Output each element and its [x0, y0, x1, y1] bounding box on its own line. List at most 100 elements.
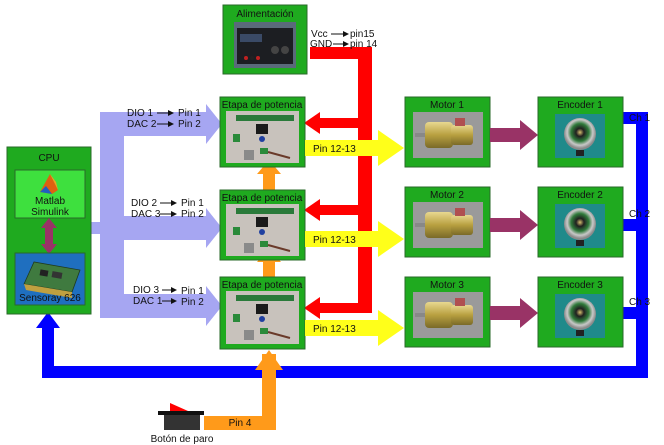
shaft-arrow-2 [520, 210, 538, 240]
power-branch-1 [318, 118, 372, 128]
sig1-arrowhead-icon [168, 110, 174, 116]
encoder-title: Encoder 3 [557, 280, 603, 291]
dc-motor-icon [415, 118, 473, 148]
vcc-pin: pin15 [350, 29, 375, 40]
output-arrow-3 [378, 310, 404, 346]
daq-card-icon [23, 261, 81, 298]
motor-title: Motor 3 [430, 280, 464, 291]
encoder-frame [537, 276, 624, 348]
encoder-cable-icon [576, 150, 584, 156]
signal-arrow-1 [206, 104, 222, 144]
signal-branch-3 [100, 294, 208, 318]
power-arrow-2 [304, 199, 320, 221]
feedback-ch3-stub [623, 307, 648, 319]
pcb-image [226, 291, 299, 344]
pin2-label: Pin 2 [178, 119, 201, 130]
power-vertical [358, 47, 372, 313]
pin1-label: Pin 1 [181, 286, 204, 297]
encoder-disc-icon [564, 208, 596, 240]
encoder-3: Encoder 3 [537, 276, 624, 348]
pin2-label: Pin 2 [181, 209, 204, 220]
stage-row-3: DIO 3 Pin 1 DAC 1 Pin 2 Etapa de potenci… [133, 276, 651, 350]
dc-motor-icon [415, 208, 473, 238]
shaft-arrow-1 [520, 120, 538, 150]
signal-branch-2 [100, 216, 208, 240]
vcc-label: Vcc [311, 29, 328, 40]
encoder-2: Encoder 2 [537, 186, 624, 258]
power-branch-3 [318, 303, 372, 313]
power-supply-block: Alimentación [222, 4, 308, 75]
channel-label: Ch 1 [629, 113, 651, 124]
io-labels-1: DIO 1 Pin 1 DAC 2 Pin 2 [127, 108, 201, 130]
stop-pin-label: Pin 4 [229, 418, 252, 429]
output-label: Pin 12-13 [313, 144, 356, 155]
motor-1: Motor 1 [404, 96, 491, 168]
encoder-disc-icon [564, 298, 596, 330]
feedback-bus [36, 112, 648, 378]
power-top [310, 47, 372, 59]
motor-2: Motor 2 [404, 186, 491, 258]
io-labels-2: DIO 2 Pin 1 DAC 3 Pin 2 [131, 198, 204, 220]
sig1-label: DIO 3 [133, 285, 160, 296]
gnd-arrowhead-icon [343, 41, 349, 47]
pin1-label: Pin 1 [178, 108, 201, 119]
power-bus [304, 47, 372, 319]
cpu-block: CPU Matlab Simulink Sensoray 626 [6, 146, 92, 315]
pcb-image [226, 204, 299, 256]
encoder-disc-icon [564, 118, 596, 150]
stop-arrow-3 [255, 350, 283, 370]
simulink-label: Simulink [31, 207, 70, 218]
channel-label: Ch 2 [629, 209, 651, 220]
sig1-arrowhead-icon [171, 200, 177, 206]
feedback-up [42, 326, 54, 378]
motor-title: Motor 2 [430, 190, 464, 201]
cpu-title: CPU [38, 153, 59, 164]
feedback-ch1-stub [623, 112, 648, 124]
stop-button: Pin 4 Botón de paro [151, 403, 252, 445]
motor-3: Motor 3 [404, 276, 491, 348]
dc-motor-icon [415, 298, 473, 328]
gnd-label: GND [310, 39, 332, 50]
pcb-image [226, 111, 299, 163]
sig2-arrowhead-icon [168, 121, 174, 127]
output-band-1 [305, 140, 380, 156]
feedback-horizontal [42, 366, 648, 378]
stop-vertical [262, 354, 276, 430]
encoder-title: Encoder 1 [557, 100, 603, 111]
power-supply-title: Alimentación [236, 9, 293, 20]
shaft-band-2 [490, 218, 522, 232]
stage-row-1: DIO 1 Pin 1 DAC 2 Pin 2 Etapa de potenci… [127, 96, 651, 168]
cpu-internal-link [41, 218, 57, 254]
output-arrow-2 [378, 221, 404, 257]
feedback-arrowhead [36, 312, 60, 328]
stop-button-lever-icon [170, 403, 188, 411]
power-supply-image [234, 22, 296, 68]
stage-row-2: DIO 2 Pin 1 DAC 3 Pin 2 Etapa de potenci… [131, 186, 651, 261]
power-branch-2 [318, 205, 372, 215]
power-arrow-1 [304, 112, 320, 134]
channel-label: Ch 3 [629, 297, 651, 308]
stop-chain [204, 160, 283, 430]
sig2-label: DAC 3 [131, 209, 161, 220]
sig1-label: DIO 2 [131, 198, 158, 209]
matlab-label: Matlab [35, 196, 65, 207]
signal-vertical [100, 112, 124, 318]
output-band-2 [305, 231, 380, 247]
encoder-cable-icon [576, 330, 584, 336]
sig1-label: DIO 1 [127, 108, 154, 119]
io-labels-3: DIO 3 Pin 1 DAC 1 Pin 2 [133, 285, 204, 308]
power-stage-3: Etapa de potencia [219, 276, 306, 350]
feedback-vertical [636, 112, 648, 378]
encoder-title: Encoder 2 [557, 190, 603, 201]
output-label: Pin 12-13 [313, 324, 356, 335]
signal-arrow-2 [206, 208, 222, 248]
encoder-1: Encoder 1 [537, 96, 624, 168]
output-label: Pin 12-13 [313, 235, 356, 246]
stop-button-body-icon [164, 415, 200, 430]
power-pin-labels: Vcc pin15 GND pin 14 [310, 29, 378, 50]
shaft-arrow-3 [520, 298, 538, 328]
signal-arrow-3 [206, 286, 222, 326]
output-band-3 [305, 320, 380, 336]
sig2-label: DAC 1 [133, 296, 163, 307]
